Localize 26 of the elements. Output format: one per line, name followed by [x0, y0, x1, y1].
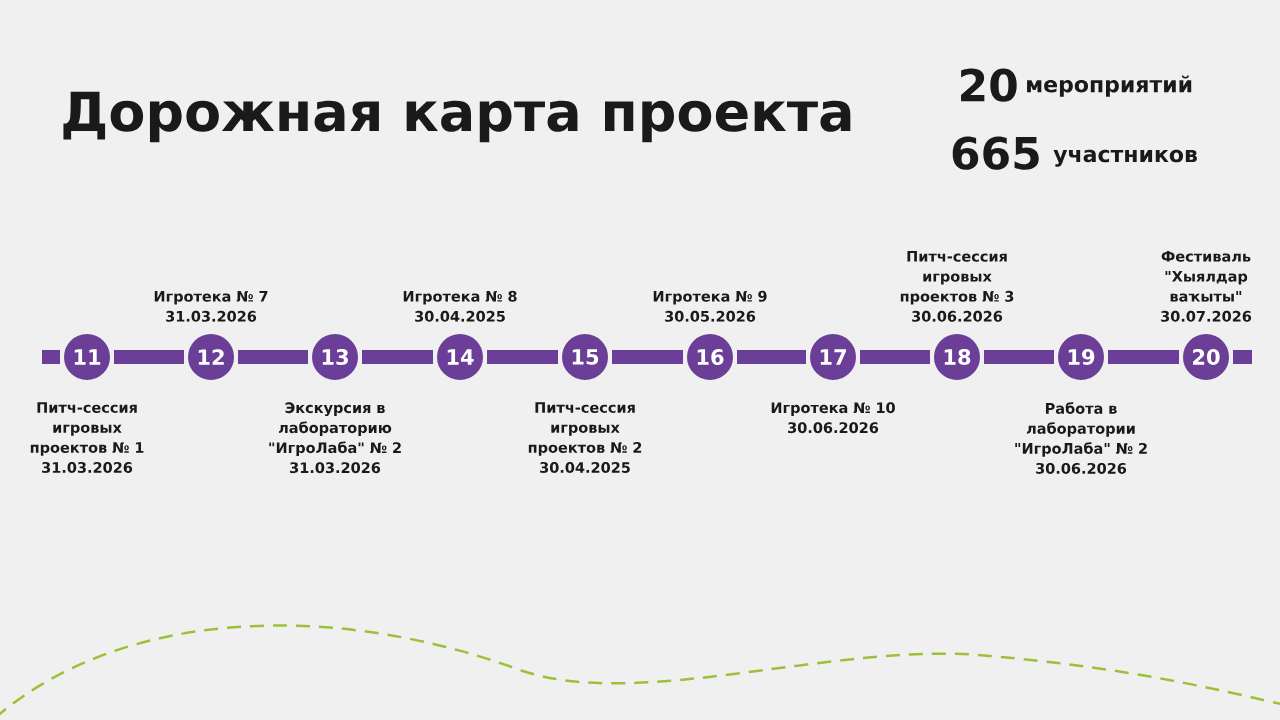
event-caption: Игротека № 10 30.06.2026	[771, 402, 895, 434]
timeline-segment	[362, 350, 433, 364]
event-caption: Питч-сессия игровых проектов № 3 30.06.2026	[900, 251, 1014, 322]
title: Дорожная карта проекта	[63, 91, 851, 143]
timeline-segment	[737, 350, 806, 364]
timeline-segment	[42, 350, 60, 364]
event-caption: Питч-сессия игровых проектов № 2 30.04.2025	[528, 402, 642, 473]
stat-label: мероприятий	[1027, 75, 1192, 97]
event-caption: Игротека № 7 31.03.2026	[154, 291, 268, 322]
timeline-segment	[1108, 350, 1179, 364]
timeline-segment	[860, 350, 930, 364]
event-caption: Игротека № 9 30.05.2026	[653, 290, 767, 322]
event-caption: Работа в лаборатории "ИгроЛаба" № 2 30.06.2026	[1015, 402, 1147, 474]
event-caption: Питч-сессия игровых проектов № 1 31.03.2026	[30, 402, 144, 473]
event-caption: Фестиваль "Хыялдар ваҡыты" 30.07.2026	[1161, 251, 1252, 322]
timeline-segment	[612, 350, 683, 364]
timeline-segment	[487, 350, 558, 364]
stat-number: 20	[961, 68, 1017, 102]
event-caption: Игротека № 8 30.04.2025	[403, 290, 517, 322]
timeline-segment	[114, 350, 184, 364]
timeline-segment	[1233, 350, 1252, 364]
stat-label: участников	[1053, 149, 1197, 167]
timeline-segment	[984, 350, 1054, 364]
stat-number: 665	[952, 136, 1039, 170]
event-caption: Экскурсия в лабораторию "ИгроЛаба" № 2 31.03.2026	[269, 402, 401, 474]
timeline-segment	[238, 350, 308, 364]
